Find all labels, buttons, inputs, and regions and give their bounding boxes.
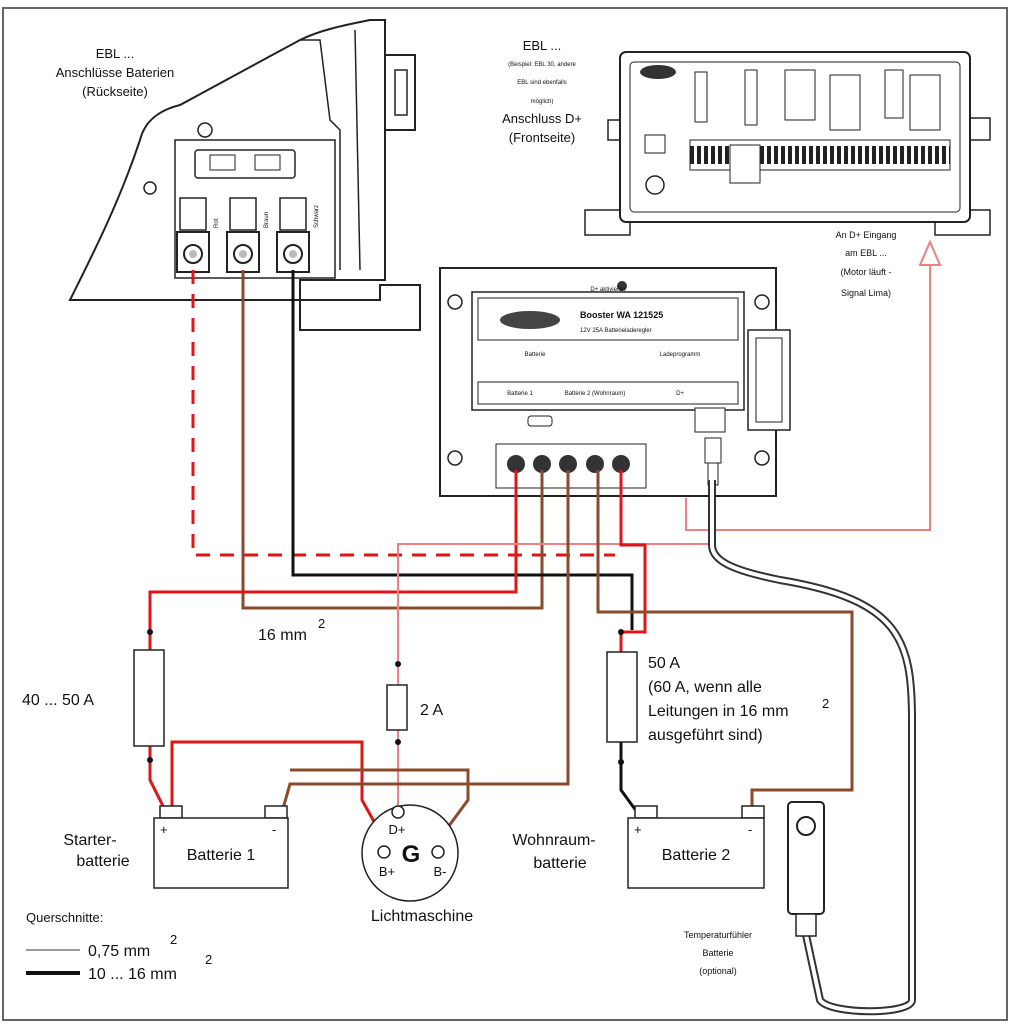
wire-brown-battery2 bbox=[596, 470, 854, 810]
d-plus-input-line3: (Motor läuft - bbox=[840, 267, 891, 277]
fuse-right bbox=[606, 651, 638, 743]
wire-d-plus-alternator bbox=[397, 543, 710, 808]
ebl-front-subtitle: Anschluss D+ bbox=[502, 111, 582, 126]
d-plus-arrow-icon bbox=[918, 239, 942, 266]
ebl-back-unit bbox=[68, 19, 421, 331]
wire-d-plus-ebl bbox=[685, 245, 931, 531]
fuse-right-line4: ausgeführt sind) bbox=[648, 727, 763, 744]
fuse-left bbox=[133, 649, 165, 747]
legend-title: Querschnitte: bbox=[26, 910, 103, 925]
temperature-sensor bbox=[787, 801, 825, 937]
battery1-minus: - bbox=[272, 822, 276, 837]
battery2-caption2: batterie bbox=[533, 855, 586, 872]
fuse-mid-label: 2 A bbox=[420, 702, 443, 719]
fuse-mid bbox=[386, 684, 408, 731]
booster-name: Booster WA 121525 bbox=[580, 310, 663, 320]
d-plus-input-line2: am EBL ... bbox=[845, 248, 887, 258]
ebl-front-title: EBL ... bbox=[523, 38, 562, 53]
booster-unit bbox=[439, 267, 791, 497]
cable-cross-section-sup: 2 bbox=[318, 616, 325, 631]
booster-row-label: Batterie 2 (Wohnraum) bbox=[565, 391, 626, 397]
ebl-front-note3: möglich) bbox=[531, 99, 554, 105]
wire-black-ebl bbox=[291, 270, 634, 630]
booster-section-right: Ladeprogramm bbox=[660, 352, 701, 358]
ebl-front-note1: (Beispiel: EBL 30, andere bbox=[508, 62, 576, 68]
wire-red-battery2 bbox=[619, 470, 647, 652]
terminal-label-braun: Braun bbox=[264, 212, 270, 228]
cable-cross-section-label: 16 mm bbox=[258, 627, 307, 644]
outer-frame bbox=[2, 7, 1008, 1021]
battery1 bbox=[153, 805, 289, 889]
battery1-plus: + bbox=[160, 822, 168, 837]
wire-red-alternator bbox=[170, 740, 384, 837]
booster-row-label: D+ bbox=[676, 391, 684, 397]
d-plus-input-line1: An D+ Eingang bbox=[836, 230, 897, 240]
alternator bbox=[361, 804, 459, 902]
alternator-symbol: G bbox=[402, 841, 421, 868]
sensor-line3: (optional) bbox=[699, 966, 737, 976]
wire-brown-ebl bbox=[241, 270, 544, 610]
fuse-right-line2: (60 A, wenn alle bbox=[648, 679, 762, 696]
alternator-d-plus: D+ bbox=[389, 822, 406, 837]
fuse-right-line1: 50 A bbox=[648, 655, 680, 672]
ebl-back-subtitle: Anschlüsse Baterien bbox=[56, 65, 175, 80]
ebl-back-caption: (Rückseite) bbox=[82, 84, 148, 99]
booster-terminal bbox=[533, 455, 551, 473]
alternator-b-plus: B+ bbox=[379, 864, 395, 879]
wire-red-battery1 bbox=[148, 470, 518, 650]
booster-row-label: Batterie 1 bbox=[507, 391, 533, 397]
ebl-back-title: EBL ... bbox=[96, 46, 135, 61]
wire-red-battery1-lower bbox=[148, 746, 168, 813]
alternator-b-minus: B- bbox=[434, 864, 447, 879]
booster-section-left: Batterie bbox=[525, 352, 546, 358]
wire-brown-battery1 bbox=[280, 470, 570, 813]
fuse-left-label: 40 ... 50 A bbox=[22, 692, 94, 709]
booster-terminals bbox=[507, 455, 630, 473]
sensor-line1: Temperaturfühler bbox=[684, 930, 752, 940]
battery2-plus: + bbox=[634, 822, 642, 837]
fuse-right-line3-sup: 2 bbox=[822, 696, 829, 711]
ebl-front-note2: EBL sind ebenfalls bbox=[517, 80, 566, 86]
d-plus-input-line4: Signal Lima) bbox=[841, 288, 891, 298]
battery2-caption1: Wohnraum- bbox=[512, 832, 595, 849]
battery2 bbox=[627, 805, 765, 889]
terminal-label-rot: Rot bbox=[214, 218, 220, 228]
battery1-caption2: batterie bbox=[76, 853, 129, 870]
terminal-label-schwarz: Schwarz bbox=[314, 205, 320, 228]
legend-thick-sup: 2 bbox=[205, 952, 212, 967]
booster-terminal bbox=[586, 455, 604, 473]
battery1-caption1: Starter- bbox=[63, 832, 116, 849]
booster-terminal bbox=[612, 455, 630, 473]
legend-thin-sup: 2 bbox=[170, 932, 177, 947]
wire-black-battery2 bbox=[619, 742, 639, 813]
sensor-line2: Batterie bbox=[702, 948, 733, 958]
fuse-right-line3: Leitungen in 16 mm bbox=[648, 703, 789, 720]
booster-top-label: D+ aktivieren bbox=[590, 287, 625, 293]
booster-terminal bbox=[559, 455, 577, 473]
alternator-caption: Lichtmaschine bbox=[371, 908, 473, 925]
ebl-front-caption: (Frontseite) bbox=[509, 130, 575, 145]
legend-thin-label: 0,75 mm bbox=[88, 943, 150, 960]
battery2-label: Batterie 2 bbox=[662, 847, 731, 864]
battery1-label: Batterie 1 bbox=[187, 847, 256, 864]
wire-brown-alternator bbox=[290, 768, 470, 839]
battery2-minus: - bbox=[748, 822, 752, 837]
ebl-front-unit bbox=[584, 51, 991, 236]
legend-thick-label: 10 ... 16 mm bbox=[88, 966, 177, 983]
booster-terminal bbox=[507, 455, 525, 473]
booster-subtitle: 12V 25A Batterieladeregler bbox=[580, 328, 652, 334]
